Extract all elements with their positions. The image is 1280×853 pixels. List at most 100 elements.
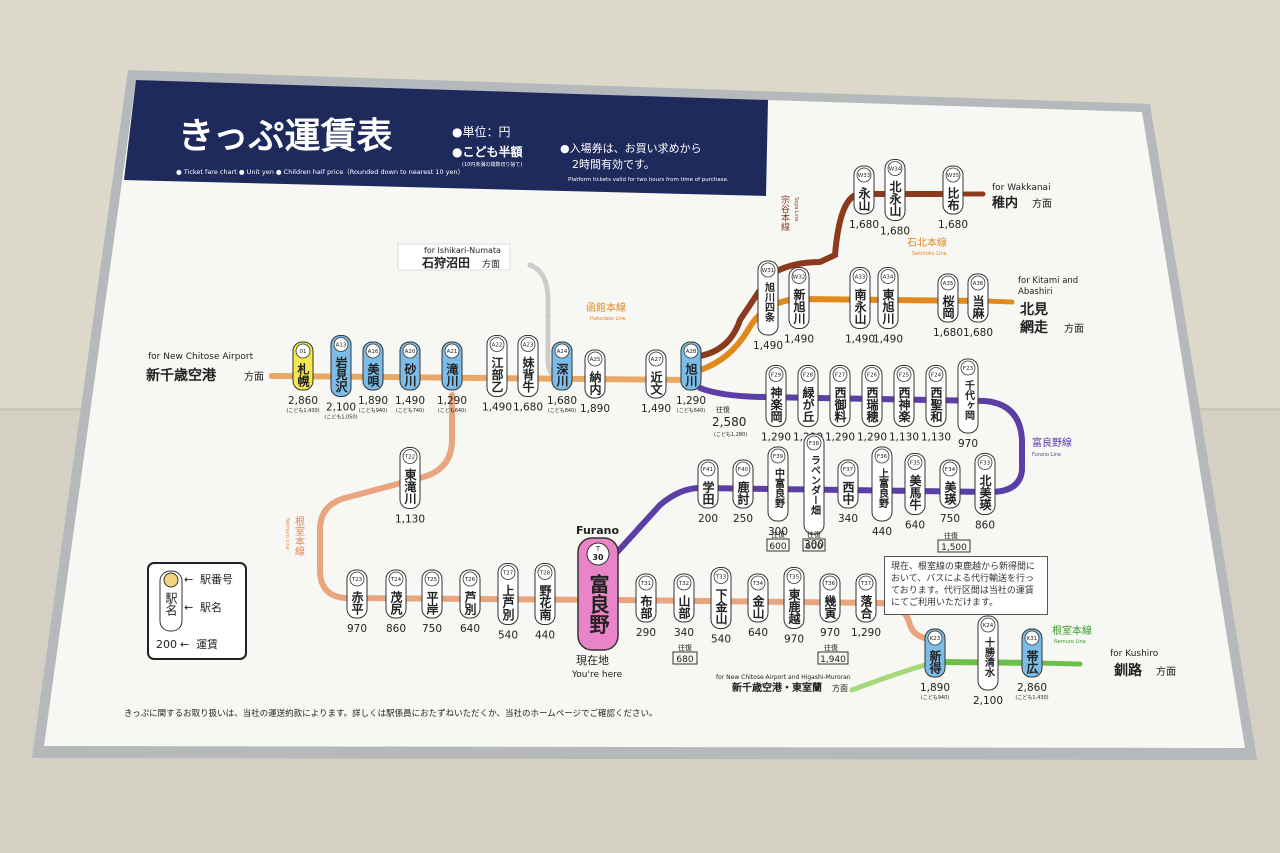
station-pill — [925, 365, 947, 427]
legend-fare-label: 運賃 — [196, 637, 218, 651]
nemuro-line-green-dashes — [1037, 660, 1083, 667]
station-number: A34 — [883, 275, 894, 281]
station-number: F40 — [738, 467, 749, 473]
station-child-fare: (こども640) — [677, 407, 705, 414]
station-number-circle — [928, 367, 944, 382]
station-fare: 250 — [733, 513, 753, 525]
station-number: T34 — [752, 581, 764, 587]
station-name: 帯広 — [1025, 649, 1039, 675]
you-are-here-en: You're here — [571, 670, 623, 680]
station-name: 幾寅 — [823, 594, 837, 620]
station-number: K31 — [1027, 636, 1038, 642]
station-number: T37 — [860, 581, 872, 587]
station-pill — [399, 447, 421, 509]
station-pill — [710, 567, 732, 629]
station-name: 西神楽 — [897, 386, 911, 423]
header-band — [124, 80, 768, 196]
station-name: 西御料 — [833, 386, 847, 423]
station-name: 南永山 — [853, 287, 867, 325]
legend-arrow: ← — [184, 601, 193, 614]
station-number: T32 — [678, 581, 689, 587]
station-number-circle — [713, 569, 729, 584]
station-number-circle — [402, 343, 418, 359]
station-name: 学田 — [701, 480, 715, 506]
station-fare: 200 — [698, 513, 718, 525]
station-number: T26 — [464, 577, 476, 583]
station-fare: 1,290 — [437, 395, 467, 407]
station-number-circle — [800, 367, 816, 382]
dest-chitose-dir: 方面 — [244, 370, 264, 383]
station-pill — [849, 267, 871, 329]
station-name: 西聖和 — [929, 386, 943, 423]
station-name: 北美瑛 — [978, 473, 992, 511]
furano-line-en: Furano Line — [1032, 452, 1061, 458]
station-fare: 1,490 — [641, 403, 671, 415]
station-fare: 540 — [711, 634, 731, 646]
station-child-fare: (こども1,430) — [1015, 694, 1048, 701]
station-number: F35 — [910, 461, 921, 467]
roundtrip-fare: 1,940 — [820, 655, 846, 665]
soya-line-en: Soya Line — [793, 197, 799, 221]
station-number-circle — [874, 448, 890, 464]
station-number-circle — [638, 575, 654, 591]
legend-sample-fare: 200 — [156, 638, 177, 651]
station-fare: 1,290 — [676, 395, 706, 407]
station-number-circle — [444, 343, 460, 359]
dest-kitami-dir: 方面 — [1064, 322, 1084, 335]
roundtrip-label: 往復 — [771, 530, 785, 539]
dest-kitami-en: for Kitami and — [1018, 276, 1078, 286]
roundtrip-asahikawa: 往復 2,580 (こども1,280) — [712, 405, 747, 438]
station-number: A27 — [651, 357, 662, 363]
station-number: F34 — [945, 467, 956, 473]
station-name: 芦別 — [463, 590, 477, 616]
station-fare: 1,680 — [547, 395, 577, 407]
station-child-fare: (こども640) — [438, 407, 466, 414]
station-number: A35 — [943, 281, 954, 287]
station-number-circle — [832, 367, 848, 382]
station-fare: 860 — [386, 623, 406, 635]
soya-line-label: 宗谷本線 — [779, 194, 790, 231]
station-number-circle — [537, 565, 553, 580]
header-platform: ●入場券は、お買い求めから — [560, 141, 702, 155]
station-name: 桜岡 — [941, 294, 955, 320]
station-pill — [517, 335, 539, 397]
current-station-pill — [577, 537, 619, 651]
station-number: A33 — [855, 275, 866, 281]
station-pill — [974, 453, 996, 515]
soya-line — [697, 191, 958, 359]
station-number-circle — [770, 448, 786, 464]
station-name: 岩見沢 — [334, 355, 348, 393]
header-child-note: (10円未満の端数切り捨て) — [462, 161, 522, 168]
current-station-code-circle — [586, 542, 610, 566]
station-child-fare: (こども940) — [359, 407, 387, 414]
station-pill — [829, 365, 851, 427]
station-number-circle — [880, 269, 896, 284]
station-fare: 1,490 — [395, 395, 425, 407]
station-name: 上芦別 — [501, 583, 515, 621]
station-number: F41 — [703, 467, 713, 473]
dest-wakkanai: 稚内 — [992, 195, 1018, 211]
station-name: 美馬牛 — [908, 473, 922, 511]
station-number: T36 — [824, 581, 836, 587]
station-name: 永山 — [857, 186, 871, 212]
dest-chitose: 新千歳空港 — [146, 367, 217, 384]
station-pill — [783, 567, 805, 629]
sekihoku-line-dashes — [982, 298, 1015, 305]
station-number-circle — [735, 461, 751, 477]
station-number-circle — [858, 575, 874, 591]
station-number: F23 — [963, 366, 974, 372]
station-number-circle — [940, 275, 956, 291]
station-22: F28緑が丘1,290 — [793, 365, 823, 444]
station-number-circle — [977, 455, 993, 470]
station-name: 近文 — [649, 370, 663, 396]
station-number: A22 — [492, 343, 503, 349]
station-child-fare: (こども740) — [396, 407, 424, 414]
